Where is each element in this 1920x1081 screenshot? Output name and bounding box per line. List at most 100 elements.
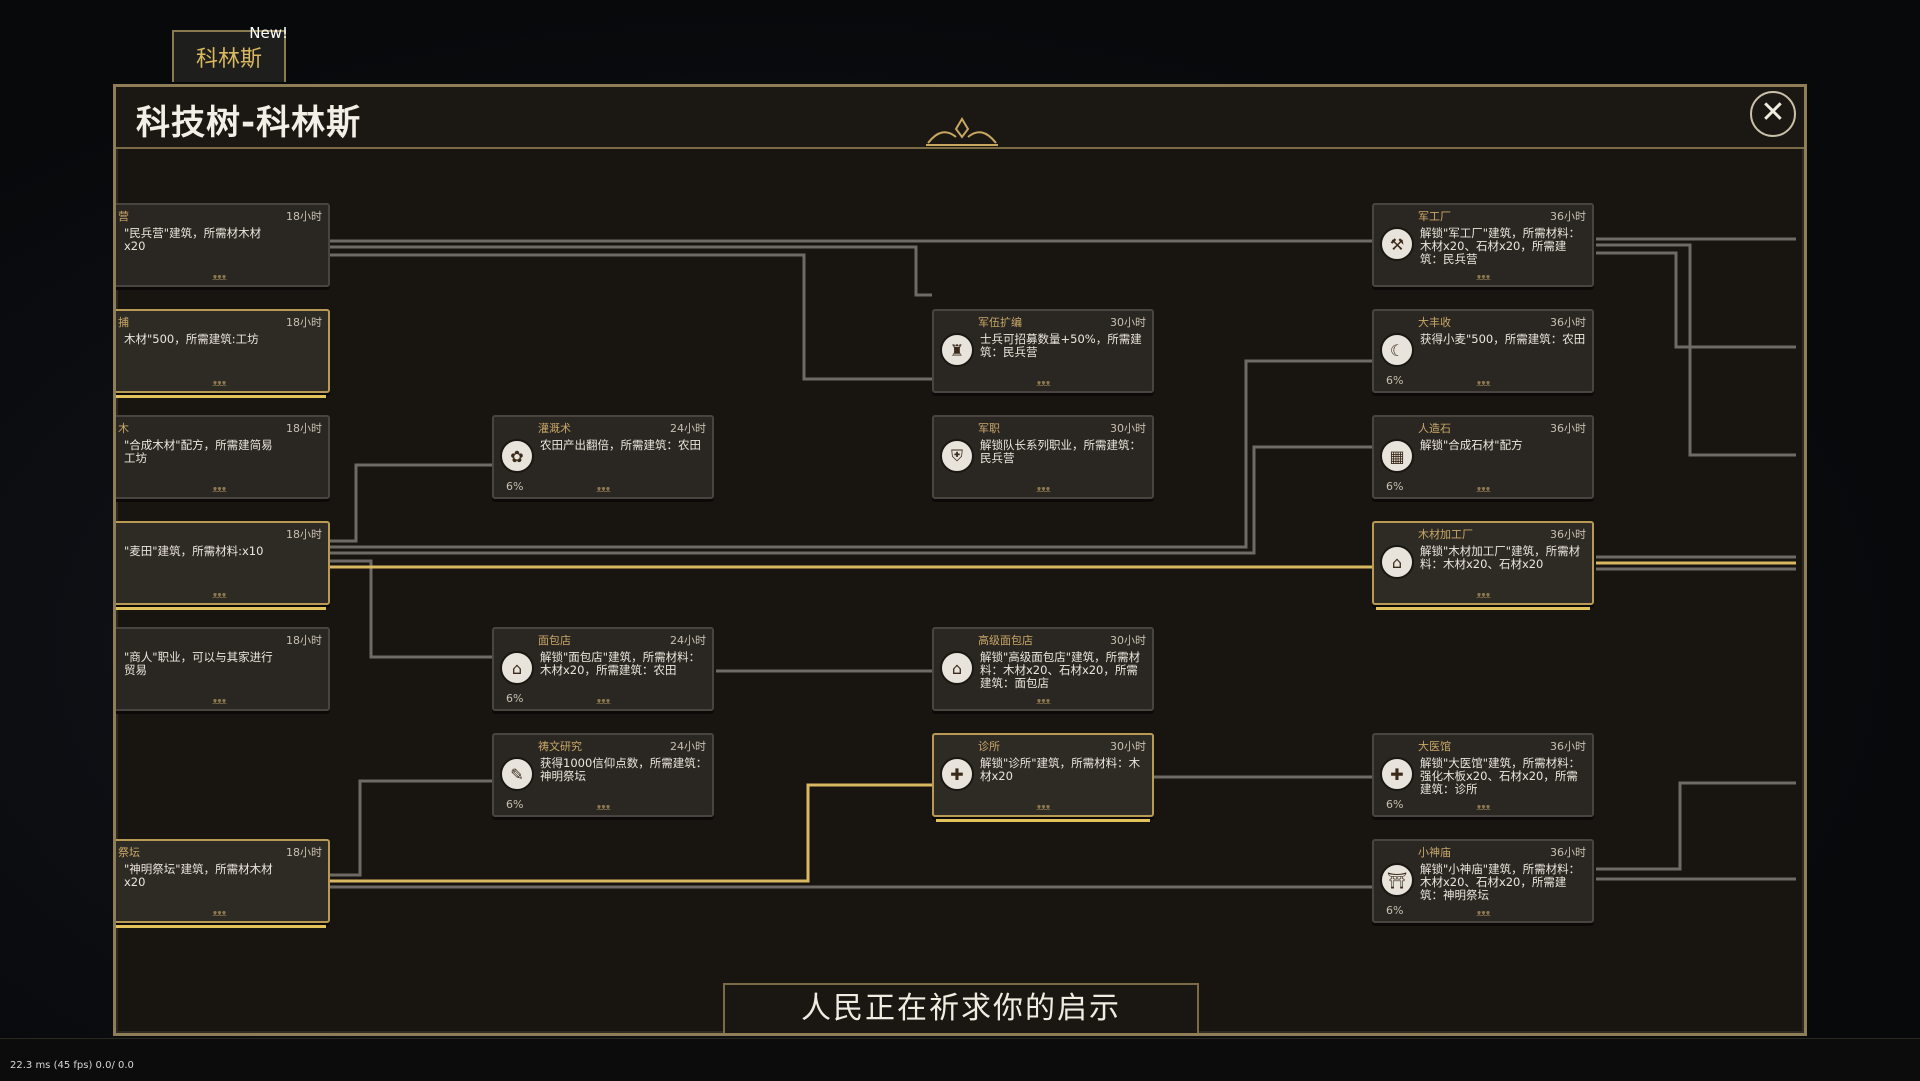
arsenal-icon: ⚒: [1380, 227, 1414, 261]
tech-node-prayer[interactable]: ✎ 祷文研究 24小时 获得1000信仰点数，所需建筑：神明祭坛 6% ᴥᴥᴥ: [492, 733, 714, 817]
tech-node-artificial-stone[interactable]: ▦ 人造石 36小时 解锁"合成石材"配方 6% ᴥᴥᴥ: [1372, 415, 1594, 499]
tech-node-military-rank[interactable]: ⛨ 军职 30小时 解锁队长系列职业，所需建筑：民兵营 ᴥᴥᴥ: [932, 415, 1154, 499]
node-ornament-icon: ᴥᴥᴥ: [212, 485, 226, 495]
node-ornament-icon: ᴥᴥᴥ: [1476, 485, 1490, 495]
node-ornament-icon: ᴥᴥᴥ: [212, 379, 226, 389]
node-desc: 农田产出翻倍，所需建筑：农田: [540, 438, 701, 452]
node-desc: "民兵营"建筑，所需材木材x20: [124, 226, 262, 253]
tech-tree-canvas[interactable]: 营 18小时 "民兵营"建筑，所需材木材x20 ᴥᴥᴥ 捕 18小时 木材"50…: [116, 149, 1804, 1033]
helmet-icon: ⛨: [940, 439, 974, 473]
tech-node-wheat-field[interactable]: 18小时 "麦田"建筑，所需材料:x10 ᴥᴥᴥ: [116, 521, 330, 610]
tab-label: 科林斯: [195, 47, 262, 72]
node-ornament-icon: ᴥᴥᴥ: [596, 485, 610, 495]
node-time: 18小时: [286, 316, 322, 329]
tech-node-hospital[interactable]: ✚ 大医馆 36小时 解锁"大医馆"建筑，所需材料：强化木板x20、石材x20，…: [1372, 733, 1594, 817]
connection-lines: [224, 237, 1796, 889]
sickle-icon: ☾: [1380, 333, 1414, 367]
tech-tree-window: 科技树-科林斯 ✕: [113, 84, 1807, 1036]
node-progress: 6%: [1386, 480, 1404, 493]
node-ornament-icon: ᴥᴥᴥ: [1036, 803, 1050, 813]
tech-node-lumber-mill[interactable]: ⌂ 木材加工厂 36小时 解锁"木材加工厂"建筑，所需材料：木材x20、石材x2…: [1372, 521, 1594, 610]
node-time: 30小时: [1110, 740, 1146, 753]
close-button[interactable]: ✕: [1750, 91, 1796, 137]
bakery-icon: ⌂: [940, 651, 974, 685]
node-progress: 6%: [1386, 904, 1404, 917]
node-desc: 解锁"合成石材"配方: [1420, 438, 1523, 452]
stone-icon: ▦: [1380, 439, 1414, 473]
node-title: 祷文研究: [538, 740, 582, 753]
tech-node-harvest[interactable]: ☾ 大丰收 36小时 获得小麦"500，所需建筑：农田 6% ᴥᴥᴥ: [1372, 309, 1594, 393]
tech-node-small-temple[interactable]: ⛩ 小神庙 36小时 解锁"小神庙"建筑，所需材料：木材x20、石材x20，所需…: [1372, 839, 1594, 923]
node-progress: 6%: [1386, 374, 1404, 387]
node-desc: 解锁"诊所"建筑，所需材料：木材x20: [980, 756, 1141, 783]
tech-node-advanced-bakery[interactable]: ⌂ 高级面包店 30小时 解锁"高级面包店"建筑，所需材料：木材x20、石材x2…: [932, 627, 1154, 711]
node-desc: 解锁队长系列职业，所需建筑：民兵营: [980, 438, 1141, 465]
node-time: 18小时: [286, 422, 322, 435]
lumber-mill-icon: ⌂: [1380, 545, 1414, 579]
node-title: 木: [118, 422, 129, 435]
tech-node-merchant[interactable]: 18小时 "商人"职业，可以与其家进行贸易 ᴥᴥᴥ: [116, 627, 330, 711]
node-time: 18小时: [286, 634, 322, 647]
tech-node-militia[interactable]: 营 18小时 "民兵营"建筑，所需材木材x20 ᴥᴥᴥ: [116, 203, 330, 287]
node-desc: 获得小麦"500，所需建筑：农田: [1420, 332, 1586, 346]
node-time: 36小时: [1550, 210, 1586, 223]
node-desc: "商人"职业，可以与其家进行贸易: [124, 650, 273, 677]
node-desc: 士兵可招募数量+50%，所需建筑：民兵营: [980, 332, 1142, 359]
tech-node-bakery[interactable]: ⌂ 面包店 24小时 解锁"面包店"建筑，所需材料：木材x20，所需建筑：农田 …: [492, 627, 714, 711]
node-desc: 解锁"木材加工厂"建筑，所需材料：木材x20、石材x20: [1420, 544, 1581, 571]
node-ornament-icon: ᴥᴥᴥ: [1476, 273, 1490, 283]
bottom-hud-bar: [0, 1038, 1920, 1081]
node-time: 18小时: [286, 528, 322, 541]
node-desc: 解锁"大医馆"建筑，所需材料：强化木板x20、石材x20，所需建筑：诊所: [1420, 756, 1581, 796]
node-desc: 解锁"面包店"建筑，所需材料：木材x20，所需建筑：农田: [540, 650, 701, 677]
node-title: 大医馆: [1418, 740, 1451, 753]
temple-icon: ⛩: [1380, 863, 1414, 897]
node-ornament-icon: ᴥᴥᴥ: [1036, 379, 1050, 389]
hospital-icon: ✚: [1380, 757, 1414, 791]
node-title: 面包店: [538, 634, 571, 647]
node-time: 36小时: [1550, 422, 1586, 435]
node-title: 军伍扩编: [978, 316, 1022, 329]
node-title: 小神庙: [1418, 846, 1451, 859]
node-desc: 木材"500，所需建筑:工坊: [124, 332, 259, 346]
clinic-icon: ✚: [940, 757, 974, 791]
node-ornament-icon: ᴥᴥᴥ: [1476, 803, 1490, 813]
node-time: 36小时: [1550, 846, 1586, 859]
node-desc: 获得1000信仰点数，所需建筑：神明祭坛: [540, 756, 708, 783]
tech-node-logging[interactable]: 捕 18小时 木材"500，所需建筑:工坊 ᴥᴥᴥ: [116, 309, 330, 398]
node-desc: 解锁"高级面包店"建筑，所需材料：木材x20、石材x20，所需建筑：面包店: [980, 650, 1141, 690]
node-time: 24小时: [670, 634, 706, 647]
tab-corinth[interactable]: 科林斯 New!: [172, 24, 288, 82]
tech-node-arsenal[interactable]: ⚒ 军工厂 36小时 解锁"军工厂"建筑，所需材料：木材x20、石材x20，所需…: [1372, 203, 1594, 287]
node-desc: 解锁"小神庙"建筑，所需材料：木材x20、石材x20，所需建筑：神明祭坛: [1420, 862, 1581, 902]
node-title: 军工厂: [1418, 210, 1451, 223]
node-time: 36小时: [1550, 528, 1586, 541]
node-progress: 6%: [506, 798, 524, 811]
node-title: 捕: [118, 316, 129, 329]
node-ornament-icon: ᴥᴥᴥ: [1476, 591, 1490, 601]
node-ornament-icon: ᴥᴥᴥ: [1036, 485, 1050, 495]
node-progress: 6%: [1386, 798, 1404, 811]
node-title: 军职: [978, 422, 1000, 435]
node-desc: "合成木材"配方，所需建简易工坊: [124, 438, 273, 465]
irrigation-icon: ✿: [500, 439, 534, 473]
tech-node-altar[interactable]: 祭坛 18小时 "神明祭坛"建筑，所需材木材x20 ᴥᴥᴥ: [116, 839, 330, 928]
prayer-banner: 人民正在祈求你的启示: [723, 983, 1199, 1033]
node-time: 30小时: [1110, 422, 1146, 435]
tech-node-army-expansion[interactable]: ♜ 军伍扩编 30小时 士兵可招募数量+50%，所需建筑：民兵营 ᴥᴥᴥ: [932, 309, 1154, 393]
window-title: 科技树-科林斯: [136, 103, 362, 143]
node-progress: 6%: [506, 480, 524, 493]
node-title: 灌溉术: [538, 422, 571, 435]
node-time: 24小时: [670, 422, 706, 435]
node-time: 36小时: [1550, 316, 1586, 329]
fps-counter: 22.3 ms (45 fps) 0.0/ 0.0: [10, 1060, 134, 1071]
node-time: 18小时: [286, 210, 322, 223]
tech-node-irrigation[interactable]: ✿ 灌溉术 24小时 农田产出翻倍，所需建筑：农田 6% ᴥᴥᴥ: [492, 415, 714, 499]
node-ornament-icon: ᴥᴥᴥ: [1476, 909, 1490, 919]
tech-node-clinic[interactable]: ✚ 诊所 30小时 解锁"诊所"建筑，所需材料：木材x20 ᴥᴥᴥ: [932, 733, 1154, 822]
tech-node-synth-wood[interactable]: 木 18小时 "合成木材"配方，所需建简易工坊 ᴥᴥᴥ: [116, 415, 330, 499]
new-badge: New!: [249, 24, 288, 42]
node-ornament-icon: ᴥᴥᴥ: [596, 803, 610, 813]
node-ornament-icon: ᴥᴥᴥ: [1036, 697, 1050, 707]
node-time: 24小时: [670, 740, 706, 753]
